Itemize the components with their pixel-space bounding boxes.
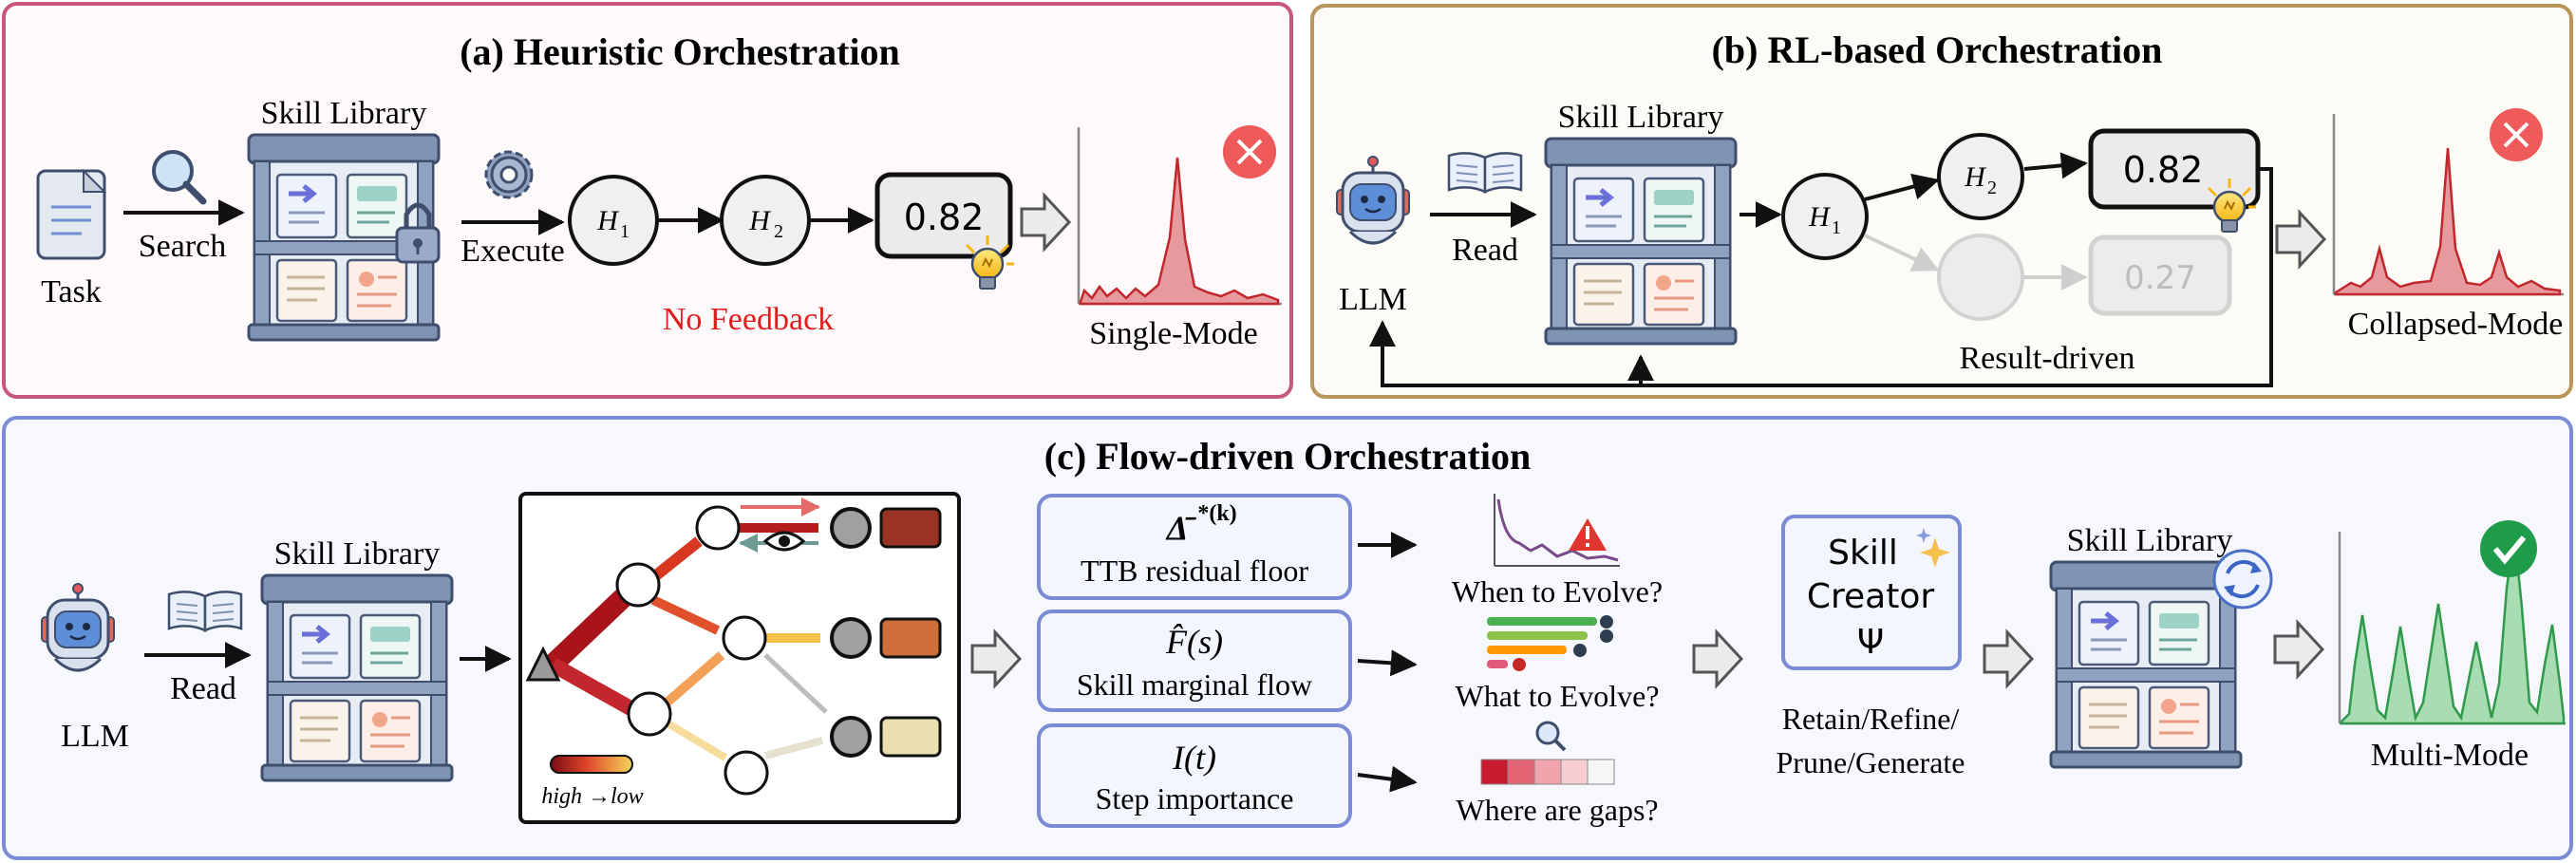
book-icon-c	[167, 591, 243, 632]
skill-creator-box: Skill Creator Ψ	[1781, 515, 1962, 670]
actions-line1: Retain/Refine/	[1782, 702, 1960, 736]
feedback-loop-arrow-b	[1369, 167, 2273, 387]
llm-label-b: LLM	[1339, 282, 1407, 317]
no-feedback-label: No Feedback	[663, 302, 834, 337]
library2-label-c: Skill Library	[2067, 523, 2233, 558]
collapsed-mode-label: Collapsed-Mode	[2348, 307, 2564, 342]
skill-library-icon-c	[262, 575, 452, 780]
flow-gradient-legend	[550, 755, 633, 774]
svg-text:TTB residual floor: TTB residual floor	[1081, 553, 1308, 588]
gradient-label: high →low	[541, 784, 643, 809]
question-when: When to Evolve?	[1452, 574, 1663, 609]
single-mode-curve	[1079, 157, 1280, 306]
svg-text:0.82: 0.82	[2123, 149, 2204, 191]
svg-text:H: H	[748, 205, 772, 236]
h1-h2-arrow-b	[1864, 173, 1940, 201]
svg-text:0.27: 0.27	[2124, 259, 2196, 297]
gap-heatmap	[1480, 759, 1615, 785]
faded-node-b	[1937, 234, 2024, 321]
fail-icon-a	[1223, 125, 1276, 178]
read-label-b: Read	[1452, 233, 1518, 268]
search-icon	[152, 150, 207, 205]
svg-text:H: H	[1808, 201, 1832, 233]
task-document-icon	[36, 168, 107, 260]
panel-b: (b) RL-based Orchestration LLM Read Skil…	[1310, 4, 2573, 399]
svg-text:2: 2	[1987, 178, 1997, 198]
warning-icon	[1569, 518, 1607, 551]
h1-faded-arrow-b	[1864, 234, 1940, 272]
lock-icon	[395, 202, 441, 264]
panel-c: (c) Flow-driven Orchestration LLM Read S…	[2, 416, 2573, 860]
magnifier-icon	[1535, 721, 1567, 752]
panel-b-title: (b) RL-based Orchestration	[1712, 28, 2163, 71]
question-where: Where are gaps?	[1456, 793, 1658, 827]
svg-text:1: 1	[1832, 217, 1841, 238]
collapsed-mode-plot	[2332, 114, 2564, 296]
execute-label: Execute	[461, 234, 565, 269]
faded-score-box-b: 0.27	[2088, 235, 2232, 316]
svg-text:*(k): *(k)	[1197, 501, 1236, 526]
signal-box-importance: I(t) Step importance	[1037, 723, 1352, 828]
search-label: Search	[139, 229, 227, 264]
success-icon	[2480, 520, 2537, 577]
skill-library-icon-b	[1546, 139, 1736, 344]
svg-text:Step importance: Step importance	[1096, 781, 1294, 816]
panel-c-title: (c) Flow-driven Orchestration	[1044, 435, 1531, 478]
book-icon-b	[1447, 152, 1523, 194]
signal-box-flow: F̂(s) Skill marginal flow	[1037, 610, 1352, 712]
flow-graph: high →low	[518, 492, 961, 824]
question-what: What to Evolve?	[1455, 679, 1659, 713]
h2-score-arrow-b	[2023, 152, 2088, 179]
multi-mode-label: Multi-Mode	[2371, 738, 2529, 773]
library-label-a: Skill Library	[261, 96, 427, 131]
importance-arrow	[1357, 765, 1418, 793]
refresh-icon	[2212, 549, 2273, 610]
eye-icon	[762, 531, 806, 552]
svg-text:F̂(s): F̂(s)	[1165, 623, 1223, 661]
svg-text:H: H	[596, 205, 620, 236]
gear-icon	[484, 150, 534, 199]
task-label: Task	[41, 274, 102, 310]
llm-label-c: LLM	[61, 719, 129, 754]
single-mode-label: Single-Mode	[1089, 316, 1258, 351]
svg-text:1: 1	[620, 221, 630, 242]
signal-box-ttb: Δ̄ *(k) TTB residual floor	[1037, 494, 1352, 600]
actions-line2: Prune/Generate	[1776, 745, 1965, 779]
panel-a-title: (a) Heuristic Orchestration	[460, 30, 900, 73]
node-h2-a: H 2	[720, 175, 811, 266]
svg-text:H: H	[1964, 161, 1987, 193]
svg-text:I(t): I(t)	[1172, 739, 1216, 777]
svg-text:0.82: 0.82	[904, 197, 985, 238]
residual-decay-icon	[1494, 494, 1620, 567]
single-mode-plot	[1077, 127, 1282, 306]
library-label-b: Skill Library	[1558, 100, 1724, 135]
svg-text:Creator: Creator	[1807, 577, 1934, 616]
node-h1-b: H 1	[1781, 173, 1869, 260]
panel-a: (a) Heuristic Orchestration Task Search …	[2, 2, 1293, 399]
svg-text:Skill marginal flow: Skill marginal flow	[1077, 667, 1312, 702]
svg-text:Ψ: Ψ	[1857, 623, 1884, 662]
node-h2-b: H 2	[1937, 133, 2024, 220]
multi-mode-curve	[2340, 531, 2566, 725]
read-label-c: Read	[170, 671, 236, 706]
score-box-a: 0.82	[874, 172, 1013, 259]
skill-library-icon-c2	[2051, 562, 2241, 767]
fail-icon-b	[2490, 108, 2543, 161]
svg-text:Skill: Skill	[1828, 534, 1898, 572]
flow-arrow	[1357, 649, 1418, 677]
svg-text:2: 2	[774, 221, 783, 242]
node-h1-a: H 1	[568, 175, 659, 266]
result-driven-label: Result-driven	[1959, 341, 2134, 376]
library-label-c: Skill Library	[274, 536, 441, 572]
multi-mode-plot	[2338, 531, 2566, 725]
score-box-b: 0.82	[2088, 128, 2261, 210]
collapsed-mode-curve	[2334, 147, 2562, 296]
sparkle-icon	[1916, 528, 1950, 568]
skill-bars-icon	[1487, 615, 1613, 671]
